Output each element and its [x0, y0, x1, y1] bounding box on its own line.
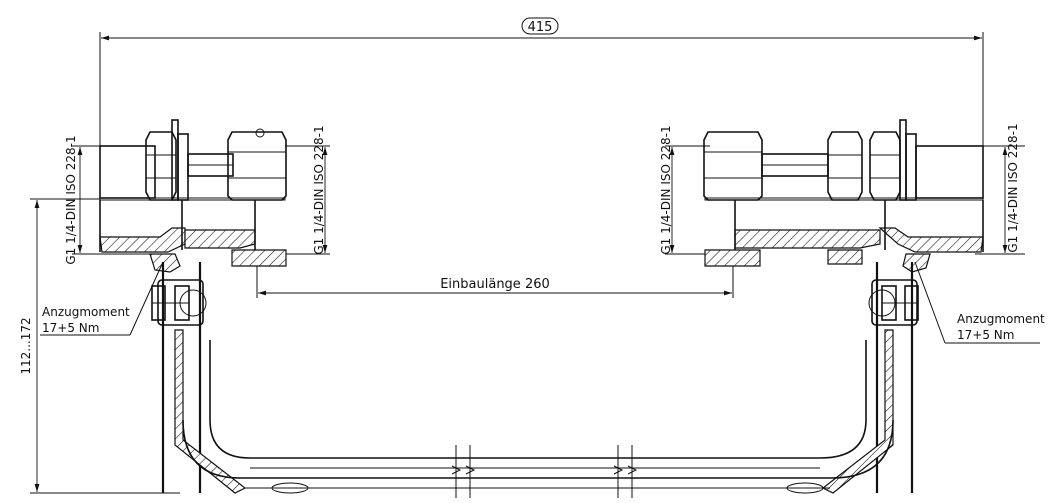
- installation-length-label: Einbaulänge 260: [440, 277, 550, 292]
- right-bracket: [821, 262, 919, 494]
- svg-text:G1 1/4-DIN ISO 228-1: G1 1/4-DIN ISO 228-1: [659, 125, 673, 254]
- svg-text:G1 1/4-DIN ISO 228-1: G1 1/4-DIN ISO 228-1: [64, 135, 78, 264]
- left-bracket: [151, 262, 247, 494]
- overall-width-dimension: 415: [99, 17, 984, 250]
- torque-annotation-right: Anzugmoment 17+5 Nm: [914, 261, 1045, 344]
- torque-right-label: Anzugmoment: [957, 312, 1045, 326]
- torque-left-label: Anzugmoment: [42, 305, 130, 319]
- torque-left-value: 17+5 Nm: [42, 321, 99, 335]
- torque-right-value: 17+5 Nm: [957, 328, 1014, 342]
- right-fitting: [703, 119, 984, 273]
- thread-spec-left-inner: G1 1/4-DIN ISO 228-1: [285, 125, 330, 255]
- height-range-label: 112...172: [19, 317, 33, 374]
- thread-spec-right-inner: G1 1/4-DIN ISO 228-1: [659, 125, 710, 255]
- torque-annotation-left: Anzugmoment 17+5 Nm: [40, 261, 164, 336]
- left-fitting: [99, 119, 287, 273]
- overall-width-label: 415: [528, 20, 553, 35]
- u-carrier: [182, 340, 894, 498]
- height-dimension: 112...172: [19, 198, 180, 494]
- svg-text:G1 1/4-DIN ISO 228-1: G1 1/4-DIN ISO 228-1: [312, 125, 326, 254]
- installation-length-dimension: Einbaulänge 260: [256, 258, 734, 298]
- svg-text:G1 1/4-DIN ISO 228-1: G1 1/4-DIN ISO 228-1: [1006, 123, 1020, 252]
